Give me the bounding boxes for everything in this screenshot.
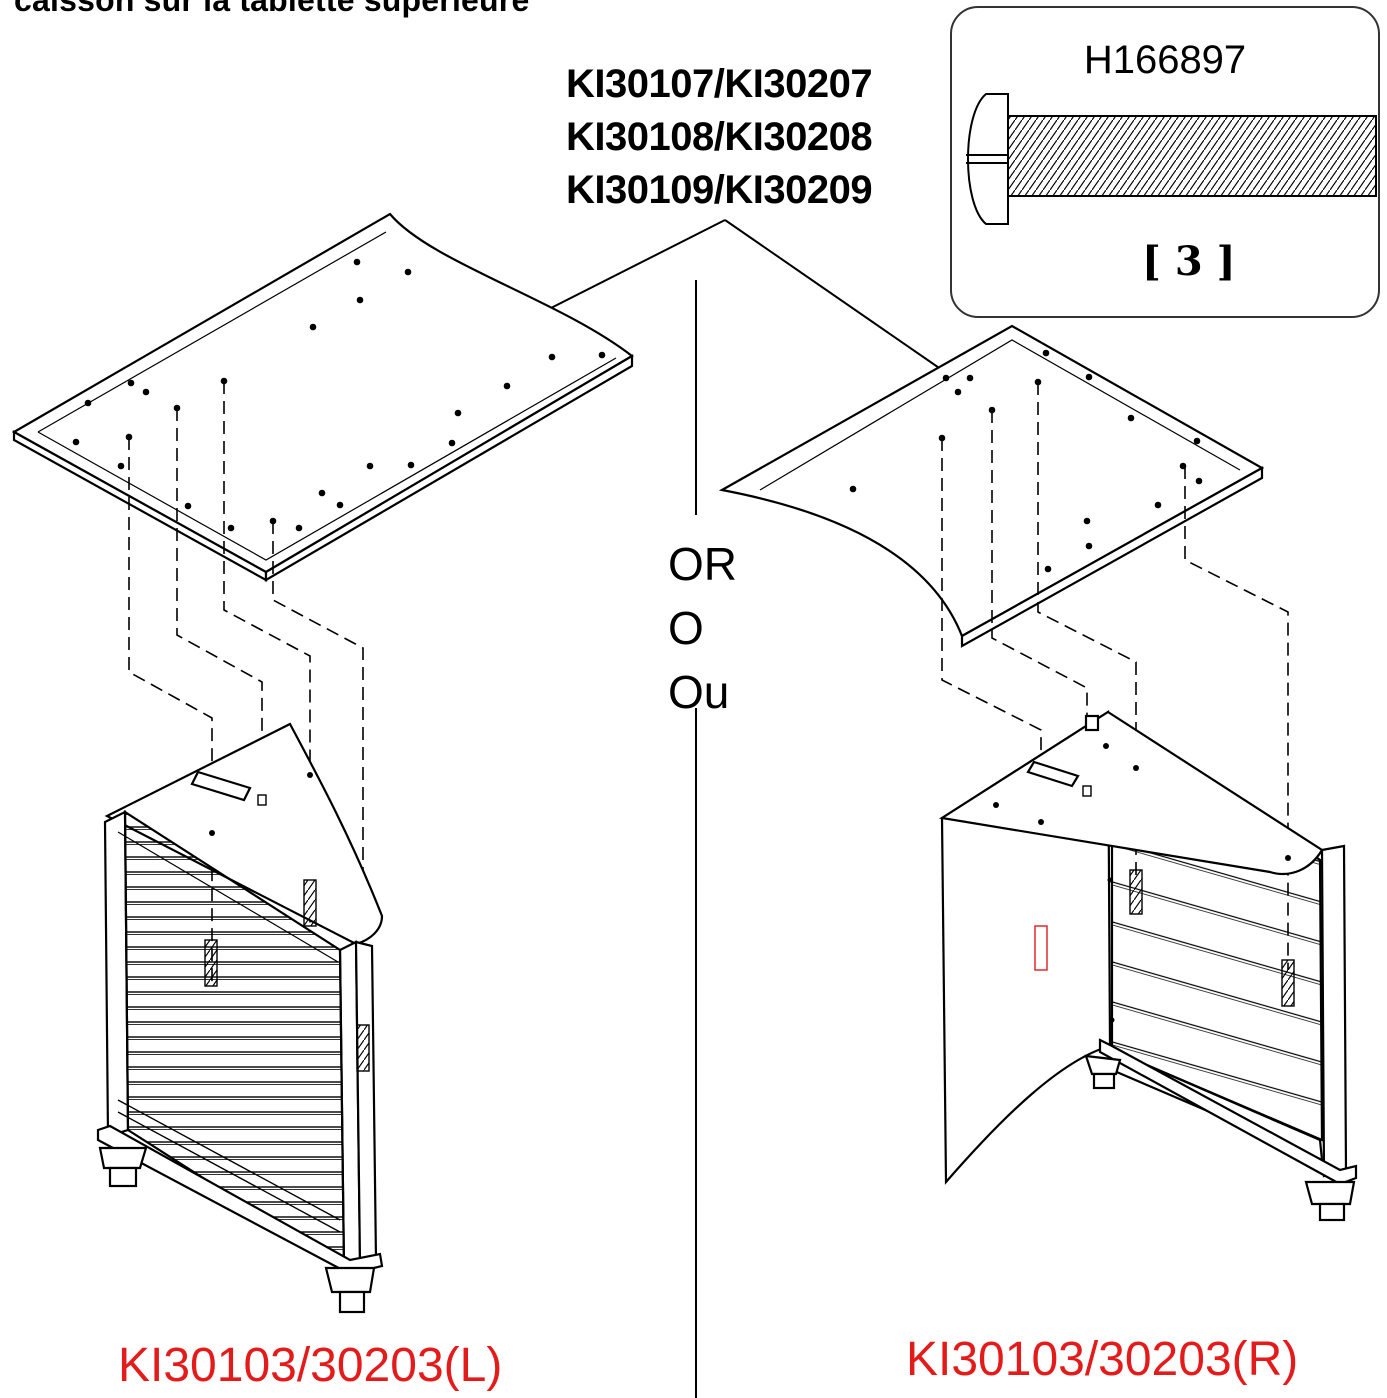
or-word-fr: Ou	[668, 666, 730, 718]
or-word-en: OR	[668, 538, 737, 590]
top-panel-code-3: KI30109/KI30209	[566, 168, 873, 212]
left-cabinet-label: KI30103/30203(L)	[118, 1339, 503, 1392]
right-cabinet-holes	[993, 743, 1291, 1023]
hardware-part-code: H166897	[1083, 38, 1247, 82]
right-cabinet-label: KI30103/30203(R)	[906, 1333, 1299, 1386]
left-cabinet-holes	[209, 772, 313, 836]
screw-icon	[966, 93, 1377, 225]
or-word-es: O	[668, 602, 704, 654]
or-separator: OR O Ou	[668, 532, 737, 724]
top-panel-code-1: KI30107/KI30207	[566, 62, 873, 106]
left-cabinet	[96, 722, 384, 1314]
top-panel-codes: KI30107/KI30207 KI30108/KI30208 KI30109/…	[566, 58, 873, 217]
top-panel-code-2: KI30108/KI30208	[566, 115, 873, 159]
hardware-quantity: [ 3 ]	[1142, 238, 1236, 285]
hardware-box: H166897 [ 3 ]	[950, 6, 1380, 318]
right-cabinet-pins	[1082, 785, 1295, 1007]
right-red-screw	[1034, 925, 1048, 971]
instruction-caption: caisson sur la tablette supérieure	[14, 0, 530, 18]
left-cabinet-pins	[204, 794, 370, 1072]
right-cabinet	[938, 710, 1358, 1222]
left-top-panel	[11, 212, 634, 582]
